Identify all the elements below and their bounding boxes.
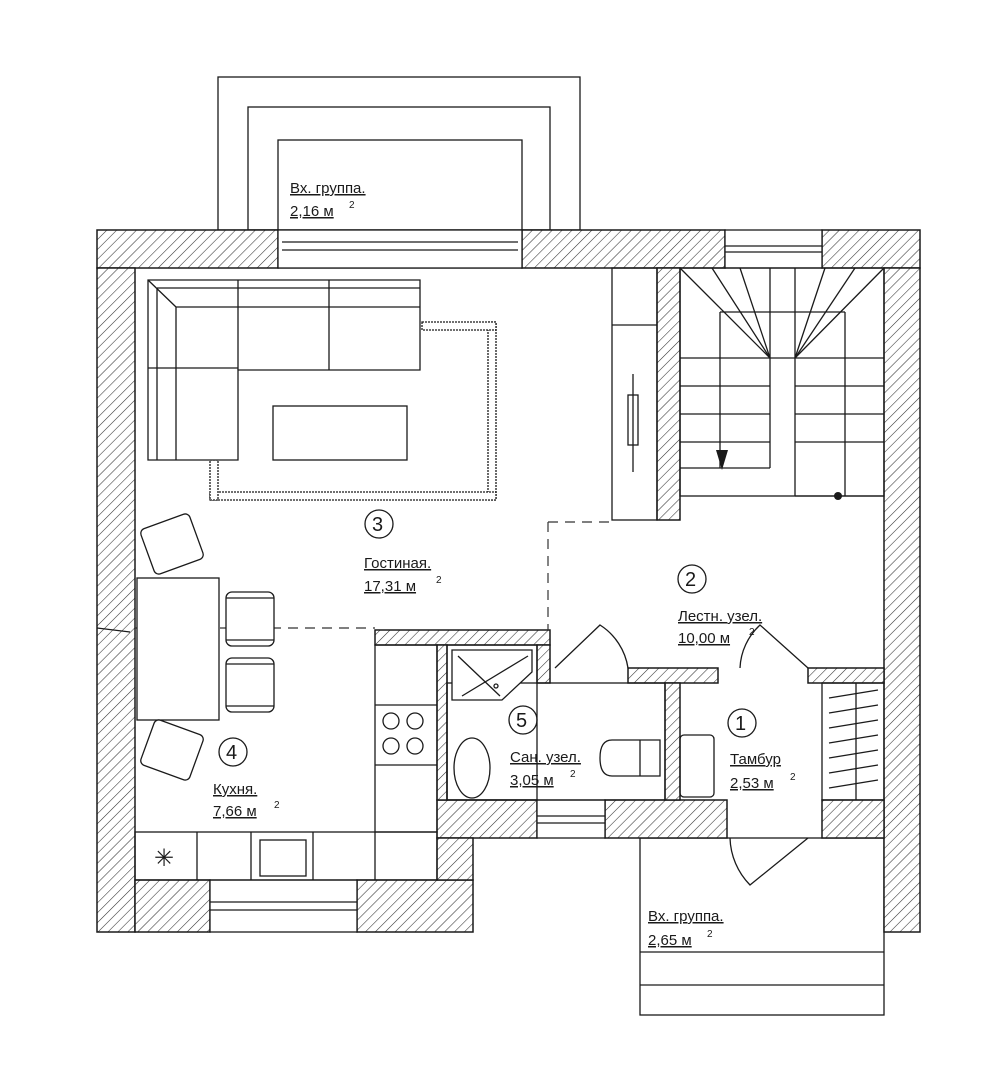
entrance-name: Вх. группа. <box>648 908 724 925</box>
area-unit-superscript: 2 <box>349 200 355 211</box>
room-name: Сан. узел. <box>510 749 581 766</box>
area-unit-superscript: 2 <box>749 627 755 638</box>
doors <box>96 624 809 886</box>
dining-area <box>136 513 275 781</box>
room-area: 2,53 м <box>730 775 774 792</box>
entrance-area: 2,65 м <box>648 932 692 949</box>
area-unit-superscript: 2 <box>436 575 442 586</box>
room-name: Гостиная. <box>364 555 431 572</box>
label-entrance-top: Вх. группа. 2,16 м 2 <box>290 180 366 220</box>
zone-line-stairwell <box>547 521 612 630</box>
bathroom-fixtures <box>446 644 715 801</box>
interior-walls <box>374 267 885 801</box>
area-unit-superscript: 2 <box>707 929 713 940</box>
room-number: 5 <box>516 710 527 732</box>
tambur-wardrobe <box>821 682 885 801</box>
room-name: Лестн. узел. <box>678 608 762 625</box>
room-number: 4 <box>226 742 237 764</box>
exterior-walls <box>96 229 921 933</box>
dining-table <box>136 577 220 721</box>
corner-sofa <box>147 279 497 501</box>
label-entrance-bottom: Вх. группа. 2,65 м 2 <box>648 908 724 949</box>
label-room-2: 2 Лестн. узел. 10,00 м 2 <box>677 564 762 647</box>
room-area: 7,66 м <box>213 803 257 820</box>
room-area: 10,00 м <box>678 630 730 647</box>
area-unit-superscript: 2 <box>570 769 576 780</box>
room-name: Тамбур <box>730 751 781 768</box>
coffee-table <box>272 405 408 461</box>
windows <box>209 229 823 933</box>
area-unit-superscript: 2 <box>274 800 280 811</box>
area-unit-superscript: 2 <box>790 772 796 783</box>
kitchen-units: ✳ <box>134 644 438 881</box>
entrance-porch-bottom <box>639 837 885 1016</box>
label-room-5: 5 Сан. узел. 3,05 м 2 <box>508 705 581 789</box>
entrance-name: Вх. группа. <box>290 180 366 197</box>
room-number: 2 <box>685 569 696 591</box>
tv-partition <box>611 267 658 521</box>
room-number: 1 <box>735 713 746 735</box>
room-name: Кухня. <box>213 781 257 798</box>
stair-arrow-icon <box>716 450 728 470</box>
room-area: 17,31 м <box>364 578 416 595</box>
room-number: 3 <box>372 514 383 536</box>
label-room-4: 4 Кухня. 7,66 м 2 <box>213 737 280 820</box>
label-room-3: 3 Гостиная. 17,31 м 2 <box>364 509 442 595</box>
snowflake-icon: ✳ <box>154 845 174 872</box>
stair-start-dot <box>834 492 842 500</box>
entrance-area: 2,16 м <box>290 203 334 220</box>
staircase <box>679 267 885 500</box>
room-area: 3,05 м <box>510 772 554 789</box>
label-room-1: 1 Тамбур 2,53 м 2 <box>727 708 796 792</box>
